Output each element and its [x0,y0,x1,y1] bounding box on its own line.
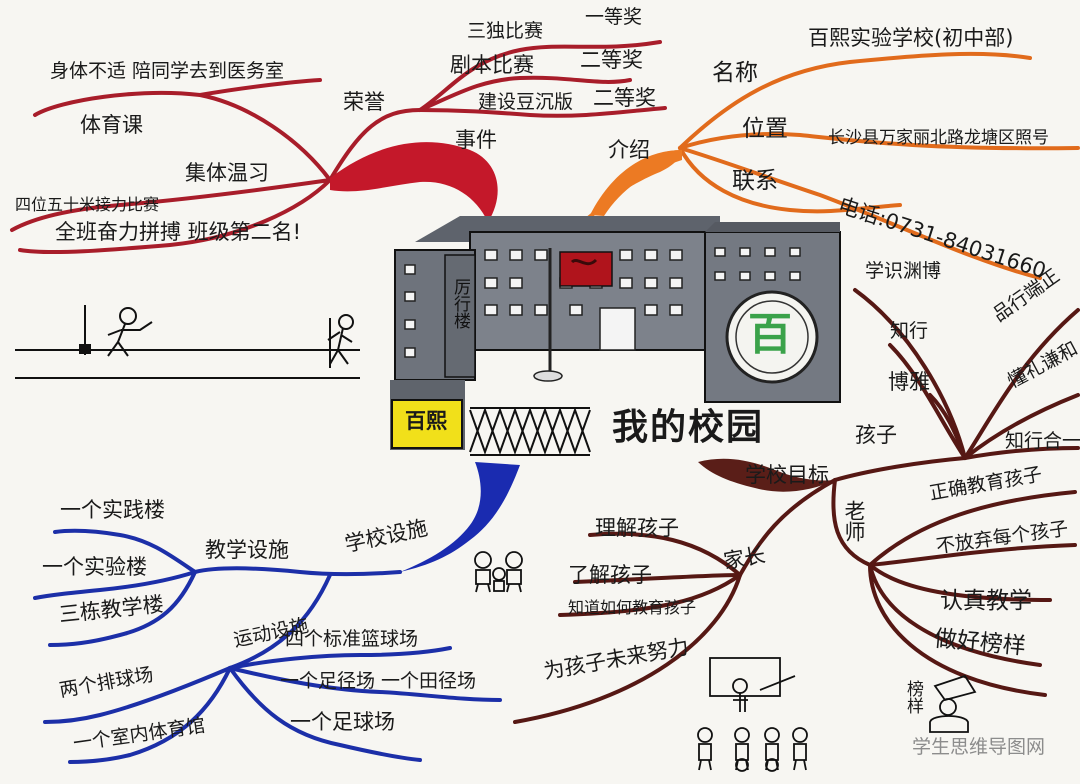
events-ribbon [330,142,498,222]
honor-event-1: 三独比赛 [467,20,544,42]
school-sign-label: 百熙 [405,409,447,433]
classroom-doodle [697,657,808,772]
intro-contact-key: 联系 [732,168,778,194]
children-item-2: 知行 [890,320,929,342]
honor-event-3: 建设豆沉版 [478,91,574,113]
pe-item-unwell: 身体不适 陪同学去到医务室 [50,60,285,82]
map-title: 我的校园 [612,407,765,448]
honor-result-1: 一等奖 [585,6,643,28]
teaching-item-1: 一个实践楼 [60,498,165,522]
intro-name-value: 百熙实验学校(初中部) [808,26,1014,50]
teaching-facilities-label: 教学设施 [205,538,289,562]
children-item-3: 博雅 [888,370,930,394]
relay-race-result: 全班奋力拼搏 班级第二名! [55,220,302,244]
pe-class-label: 体育课 [80,113,143,137]
facilities-branch-lines [33,528,502,764]
children-item-6: 知行合一 [1005,430,1080,452]
events-label: 事件 [455,128,497,152]
goals-label: 学校目标 [745,463,829,487]
school-logo-glyph: 百 [748,309,792,360]
honor-event-2: 剧本比赛 [450,53,534,77]
sports-item-3: 一个足球场 [290,710,395,734]
sports-item-2: 一个足径场 一个田径场 [280,670,477,692]
pe-item-review: 集体温习 [185,161,269,185]
relay-race-label: 四位五十米接力比赛 [15,195,160,214]
goals-ribbon [698,458,835,492]
school-building [390,216,841,450]
building-label: 厉行楼 [450,278,470,329]
school-sign [391,399,463,449]
teachers-item-3: 认真教学 [940,588,1032,614]
honor-result-2: 二等奖 [580,48,643,72]
role-model-label: 榜样 [903,680,923,714]
role-model-doodle [929,674,977,733]
facilities-ribbon [400,462,520,572]
parents-item-2: 了解孩子 [568,563,652,587]
honor-result-3: 二等奖 [593,86,656,110]
intro-location-key: 位置 [742,116,788,142]
parents-item-1: 理解孩子 [595,516,679,540]
intro-location-value: 长沙县万家丽北路龙塘区照号 [828,128,1049,148]
children-item-1: 学识渊博 [865,260,942,282]
goals-branch-lines [513,288,1080,724]
events-branch-lines [10,40,667,255]
intro-label: 介绍 [608,138,650,162]
teachers-label: 老师 [842,500,866,542]
intro-branch-lines [678,51,1080,280]
teaching-item-2: 一个实验楼 [42,555,147,579]
children-label: 孩子 [855,423,897,447]
honors-label: 荣誉 [343,90,385,114]
intro-name-key: 名称 [712,60,758,86]
watermark: 学生思维导图网 [912,736,1046,758]
school-gate [469,407,591,456]
banner-flag [559,251,613,287]
school-logo [725,290,819,384]
parents-doodle [474,551,523,593]
relay-race-doodle [15,305,360,379]
parents-item-3: 知道如何教育孩子 [568,598,697,617]
sports-item-1: 四个标准篮球场 [285,628,419,650]
main-door [599,307,636,351]
